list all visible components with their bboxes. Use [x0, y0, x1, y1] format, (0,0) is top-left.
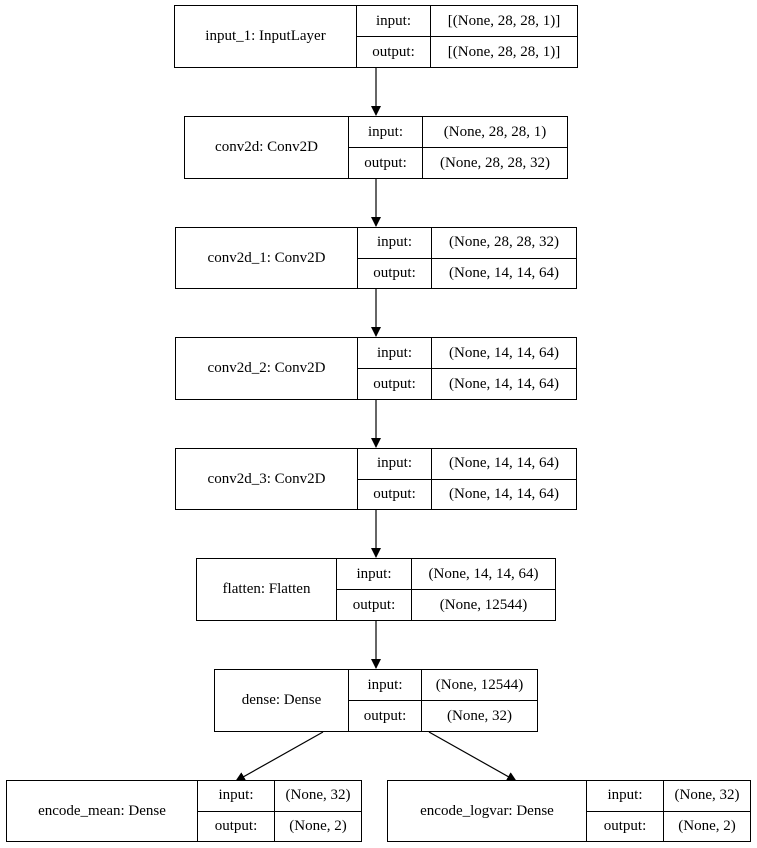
- edge-dense-to-encode_logvar: [428, 731, 517, 782]
- output-shape: (None, 2): [678, 817, 736, 834]
- output-shape: (None, 14, 14, 64): [449, 375, 559, 392]
- output-label: output:: [358, 369, 432, 399]
- node-conv2d[interactable]: conv2d: Conv2D input: (None, 28, 28, 1) o…: [184, 116, 568, 179]
- output-label: output:: [358, 258, 432, 288]
- node-conv2d_3[interactable]: conv2d_3: Conv2D input: (None, 14, 14, 64…: [175, 448, 577, 510]
- node-conv2d_1[interactable]: conv2d_1: Conv2D input: (None, 28, 28, 32…: [175, 227, 577, 289]
- output-label: output:: [587, 811, 664, 841]
- node-label: conv2d_2: Conv2D: [176, 338, 358, 399]
- input-label: input:: [337, 559, 412, 589]
- node-label: conv2d_1: Conv2D: [176, 228, 358, 288]
- input-shape: (None, 28, 28, 32): [449, 234, 559, 251]
- node-label: flatten: Flatten: [197, 559, 337, 620]
- output-label: output:: [198, 811, 275, 841]
- output-label: output:: [349, 148, 423, 178]
- input-label: input:: [358, 449, 432, 479]
- output-shape: [(None, 28, 28, 1)]: [447, 43, 561, 60]
- node-encode_mean[interactable]: encode_mean: Dense input: (None, 32) outp…: [6, 780, 362, 842]
- output-label: output:: [358, 479, 432, 509]
- node-encode_logvar[interactable]: encode_logvar: Dense input: (None, 32) ou…: [387, 780, 751, 842]
- output-shape: (None, 28, 28, 32): [440, 154, 550, 171]
- input-label: input:: [349, 117, 423, 147]
- node-label: conv2d: Conv2D: [185, 117, 349, 178]
- output-shape: (None, 14, 14, 64): [449, 264, 559, 281]
- node-flatten[interactable]: flatten: Flatten input: (None, 14, 14, 64…: [196, 558, 556, 621]
- output-shape: (None, 2): [289, 817, 347, 834]
- input-label: input:: [587, 781, 664, 811]
- input-shape: (None, 14, 14, 64): [428, 565, 539, 582]
- output-label: output:: [349, 701, 422, 731]
- edge-dense-to-encode_mean: [235, 731, 324, 782]
- input-shape: (None, 32): [285, 787, 351, 804]
- node-conv2d_2[interactable]: conv2d_2: Conv2D input: (None, 14, 14, 64…: [175, 337, 577, 400]
- input-shape: (None, 14, 14, 64): [449, 455, 559, 472]
- output-shape: (None, 32): [447, 707, 512, 724]
- output-label: output:: [337, 590, 412, 620]
- node-input_1[interactable]: input_1: InputLayer input: [(None, 28, 28…: [174, 5, 578, 68]
- input-label: input:: [358, 228, 432, 258]
- node-label: conv2d_3: Conv2D: [176, 449, 358, 509]
- input-shape: (None, 28, 28, 1): [443, 123, 547, 140]
- node-label: encode_logvar: Dense: [388, 781, 587, 841]
- output-shape: (None, 12544): [439, 596, 528, 613]
- output-label: output:: [357, 37, 431, 67]
- input-label: input:: [358, 338, 432, 368]
- node-label: encode_mean: Dense: [7, 781, 198, 841]
- node-label: dense: Dense: [215, 670, 349, 731]
- input-shape: (None, 32): [674, 787, 740, 804]
- output-shape: (None, 14, 14, 64): [449, 485, 559, 502]
- input-label: input:: [349, 670, 422, 700]
- input-label: input:: [357, 6, 431, 36]
- node-label: input_1: InputLayer: [175, 6, 357, 67]
- input-shape: (None, 12544): [435, 676, 524, 693]
- input-shape: [(None, 28, 28, 1)]: [447, 12, 561, 29]
- input-shape: (None, 14, 14, 64): [449, 344, 559, 361]
- node-dense[interactable]: dense: Dense input: (None, 12544) output:…: [214, 669, 538, 732]
- input-label: input:: [198, 781, 275, 811]
